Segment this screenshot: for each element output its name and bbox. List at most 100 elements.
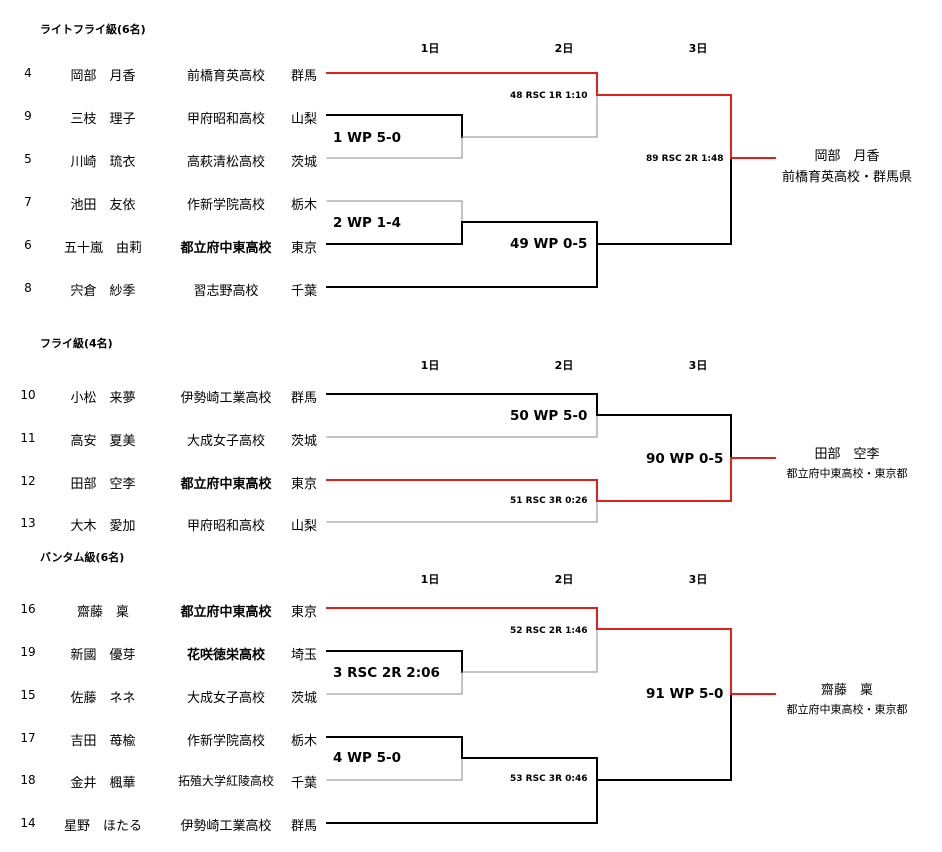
match-result-2: 2 WP 1-4 <box>333 215 401 231</box>
player-prefecture: 群馬 <box>291 69 318 84</box>
bracket-line <box>596 157 732 245</box>
player-seed: 4 <box>24 66 32 80</box>
round-header-day3: 3日 <box>688 573 708 586</box>
player-name: 新國 優芽 <box>70 648 136 663</box>
player-seed: 18 <box>20 773 36 787</box>
round-header-day2: 2日 <box>554 573 574 586</box>
player-prefecture: 千葉 <box>291 284 318 299</box>
bracket-line <box>461 72 598 138</box>
winner-name: 齋藤 稟 <box>820 683 873 698</box>
player-seed: 13 <box>20 516 36 530</box>
bracket-line <box>326 650 463 673</box>
player-name: 川崎 琉衣 <box>70 155 136 170</box>
player-seed: 5 <box>24 152 32 166</box>
match-result-91: 91 WP 5-0 <box>646 686 724 702</box>
player-name: 星野 ほたる <box>63 819 142 834</box>
bracket-line <box>326 393 598 416</box>
round-header-day1: 1日 <box>420 573 440 586</box>
player-name: 宍倉 紗季 <box>70 284 136 299</box>
bracket-line <box>326 221 463 245</box>
player-seed: 15 <box>20 688 36 702</box>
player-prefecture: 東京 <box>291 477 318 492</box>
player-name: 田部 空李 <box>70 477 136 492</box>
winner-name: 田部 空李 <box>814 447 880 462</box>
bracket-line <box>326 671 463 695</box>
player-prefecture: 茨城 <box>291 691 318 706</box>
bracket-line <box>326 500 598 523</box>
player-name: 岡部 月香 <box>70 69 136 84</box>
player-prefecture: 栃木 <box>291 734 318 749</box>
player-school: 作新学院高校 <box>186 198 265 213</box>
match-result-90: 90 WP 0-5 <box>646 451 724 467</box>
division-title-fly: フライ級(4名) <box>40 337 113 350</box>
player-seed: 10 <box>20 388 36 402</box>
player-prefecture: 群馬 <box>291 391 318 406</box>
player-prefecture: 東京 <box>291 241 318 256</box>
player-name: 吉田 苺楡 <box>70 734 136 749</box>
player-name: 三枝 理子 <box>70 112 136 127</box>
player-seed: 16 <box>20 602 36 616</box>
bracket-line <box>326 779 598 824</box>
player-seed: 19 <box>20 645 36 659</box>
player-name: 佐藤 ネネ <box>70 691 136 706</box>
player-seed: 17 <box>20 731 36 745</box>
player-school: 都立府中東高校 <box>180 605 272 620</box>
player-school: 大成女子高校 <box>186 691 265 706</box>
player-school: 大成女子高校 <box>186 434 265 449</box>
player-seed: 7 <box>24 195 32 209</box>
bracket-line <box>326 243 598 288</box>
bracket-line <box>326 200 463 245</box>
winner-school: 都立府中東高校・東京都 <box>786 703 908 716</box>
player-name: 齋藤 稟 <box>76 605 129 620</box>
bracket-line <box>326 114 463 138</box>
winner-school: 前橋育英高校・群馬県 <box>781 170 912 185</box>
match-result-52: 52 RSC 2R 1:46 <box>510 626 588 636</box>
player-school: 作新学院高校 <box>186 734 265 749</box>
match-result-50: 50 WP 5-0 <box>510 408 588 424</box>
match-result-49: 49 WP 0-5 <box>510 236 588 252</box>
match-result-4: 4 WP 5-0 <box>333 750 401 766</box>
winner-school: 都立府中東高校・東京都 <box>786 467 908 480</box>
player-name: 金井 楓華 <box>70 776 136 791</box>
player-seed: 8 <box>24 281 32 295</box>
player-school: 伊勢崎工業高校 <box>180 819 272 834</box>
player-prefecture: 埼玉 <box>291 648 318 663</box>
bracket-line <box>596 693 732 781</box>
player-school: 前橋育英高校 <box>186 69 265 84</box>
player-name: 高安 夏美 <box>70 434 136 449</box>
player-prefecture: 山梨 <box>291 519 318 534</box>
division-title-lightfly: ライトフライ級(6名) <box>40 23 146 36</box>
player-prefecture: 東京 <box>291 605 318 620</box>
player-prefecture: 千葉 <box>291 776 318 791</box>
player-seed: 6 <box>24 238 32 252</box>
division-title-bantam: バンタム級(6名) <box>40 551 125 564</box>
player-prefecture: 茨城 <box>291 434 318 449</box>
player-prefecture: 栃木 <box>291 198 318 213</box>
match-result-53: 53 RSC 3R 0:46 <box>510 774 588 784</box>
player-school: 花咲徳栄高校 <box>186 648 265 663</box>
player-prefecture: 群馬 <box>291 819 318 834</box>
player-school: 都立府中東高校 <box>180 241 272 256</box>
match-result-89: 89 RSC 2R 1:48 <box>646 154 724 164</box>
player-school: 甲府昭和高校 <box>186 112 265 127</box>
player-school: 高萩清松高校 <box>186 155 265 170</box>
player-seed: 12 <box>20 474 36 488</box>
player-seed: 9 <box>24 109 32 123</box>
player-prefecture: 茨城 <box>291 155 318 170</box>
match-result-3: 3 RSC 2R 2:06 <box>333 665 440 681</box>
winner-name: 岡部 月香 <box>814 149 880 164</box>
round-header-day1: 1日 <box>420 42 440 55</box>
match-result-1: 1 WP 5-0 <box>333 130 401 146</box>
bracket-line <box>326 736 463 759</box>
round-header-day3: 3日 <box>688 359 708 372</box>
match-result-51: 51 RSC 3R 0:26 <box>510 496 588 506</box>
bracket-line <box>461 221 598 245</box>
round-header-day3: 3日 <box>688 42 708 55</box>
bracket-line <box>326 457 776 502</box>
bracket-line <box>596 414 732 459</box>
bracket-line <box>461 757 598 781</box>
round-header-day2: 2日 <box>554 359 574 372</box>
player-school: 都立府中東高校 <box>180 477 272 492</box>
player-name: 大木 愛加 <box>70 519 136 534</box>
